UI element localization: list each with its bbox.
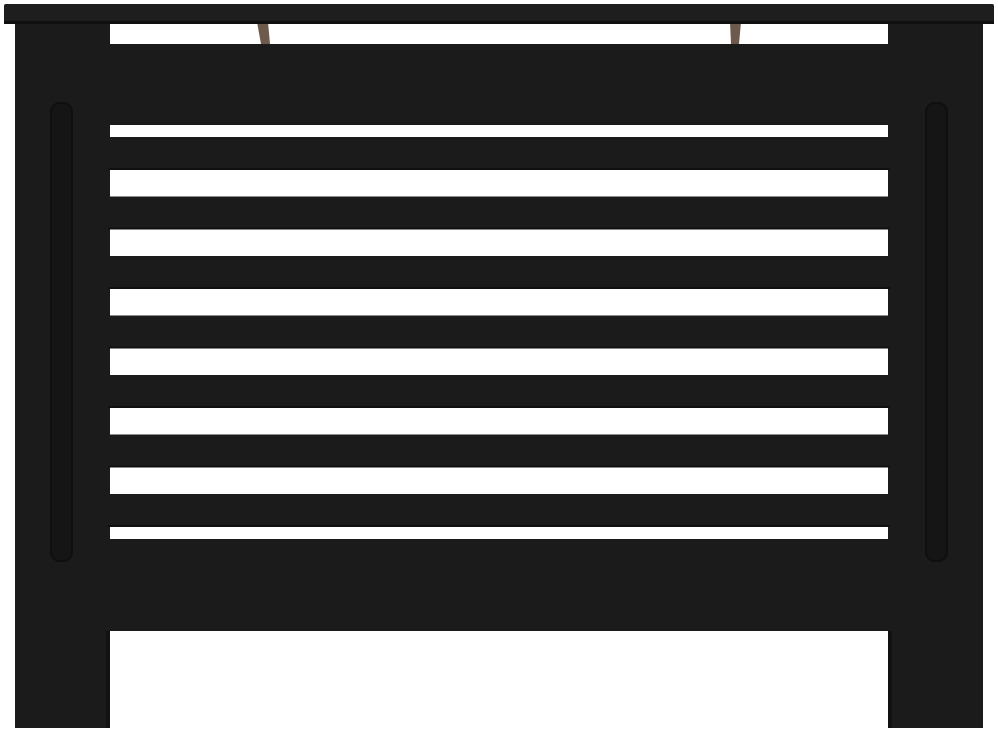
right-panel-groove xyxy=(925,102,948,562)
slat-edge-7 xyxy=(108,525,890,527)
slat-edge-1 xyxy=(108,168,890,170)
slat-1 xyxy=(108,137,890,170)
left-bracket xyxy=(257,22,270,44)
top-rail xyxy=(108,44,890,125)
top-board-edge xyxy=(4,21,994,24)
left-panel-groove xyxy=(50,102,73,562)
slat-edge-2 xyxy=(108,227,890,230)
slat-2 xyxy=(108,196,890,230)
right-bracket xyxy=(730,22,741,44)
right-leg-inner-edge xyxy=(888,631,892,728)
slat-edge-6 xyxy=(108,465,890,468)
slat-edge-4 xyxy=(108,346,890,349)
slat-4 xyxy=(108,315,890,349)
slat-7 xyxy=(108,494,890,527)
slat-5 xyxy=(108,375,890,408)
top-board xyxy=(4,4,994,24)
slat-edge-5 xyxy=(108,406,890,408)
slat-3 xyxy=(108,256,890,289)
front-slats xyxy=(108,137,890,527)
left-leg-inner-edge xyxy=(106,631,110,728)
slat-6 xyxy=(108,434,890,468)
bottom-rail xyxy=(108,539,890,631)
slat-edge-3 xyxy=(108,287,890,289)
